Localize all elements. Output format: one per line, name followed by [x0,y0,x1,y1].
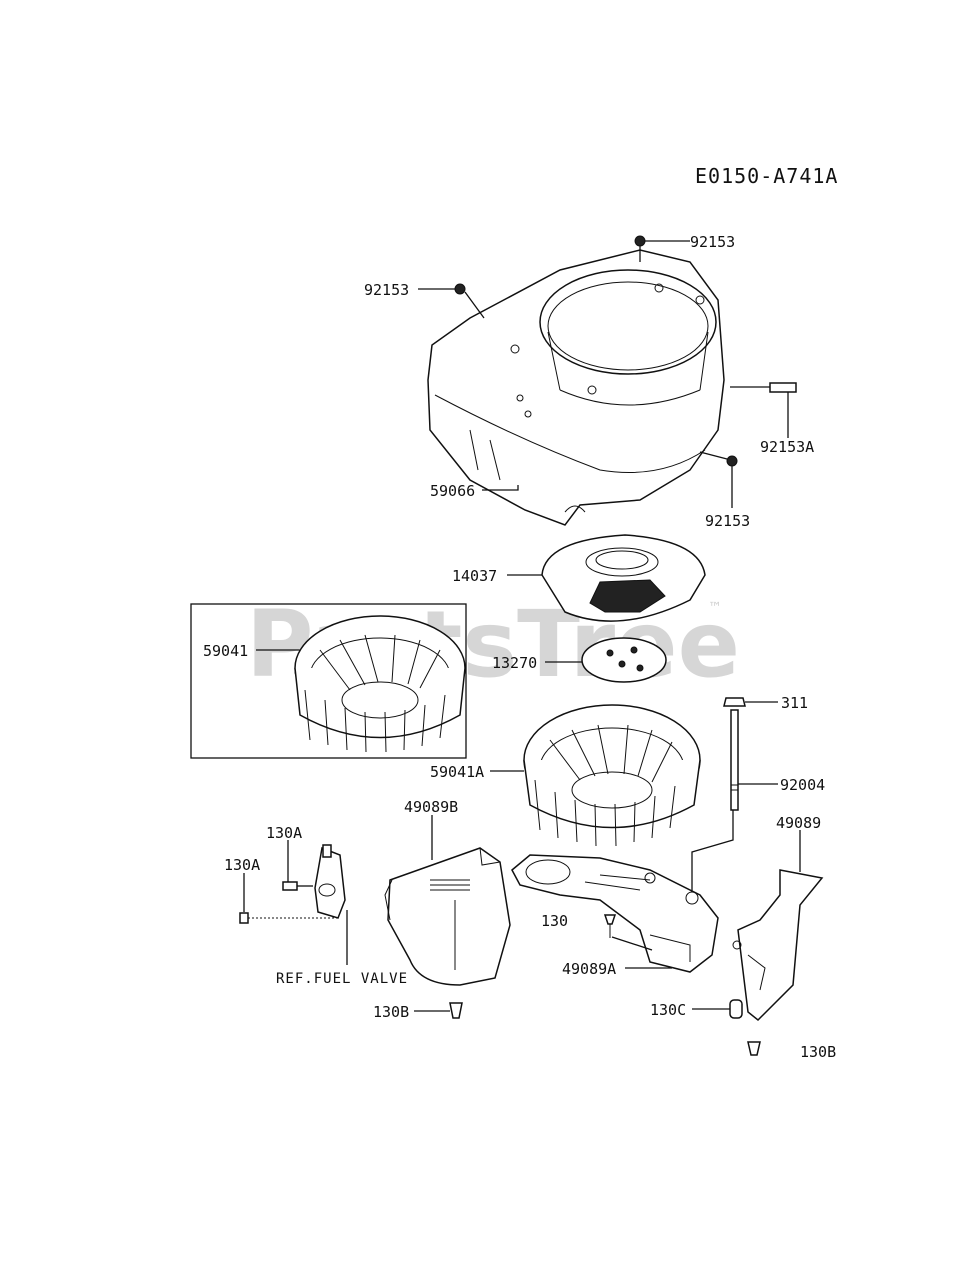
leader-130 [611,936,653,951]
diagram-code: E0150-A741A [695,164,838,188]
blower-housing [427,249,725,526]
callout-49089: 49089 [776,814,821,832]
callout-92153-left: 92153 [364,281,409,299]
watermark-trademark: ™ [708,600,722,616]
bolt-130a-upper [282,881,313,891]
callout-49089a: 49089A [562,960,616,978]
cooling-fan-a [523,704,701,847]
callout-92153-top: 92153 [690,233,735,251]
bolt-92153a [730,382,797,393]
baffle-49089 [732,869,824,1022]
screw-130b-right [747,1041,761,1056]
baffle-49089b [384,847,511,986]
callout-92153-right: 92153 [705,512,750,530]
callout-311: 311 [781,694,808,712]
bolt-130c [729,999,743,1019]
screw-130b-left [449,1002,463,1019]
callout-130b-right: 130B [800,1043,836,1061]
callout-14037: 14037 [452,567,497,585]
fan-box [190,603,467,759]
screw-130 [603,914,617,938]
stud-92004 [730,709,739,811]
fuel-valve-bracket [314,844,348,965]
callout-92004: 92004 [780,776,825,794]
nut-311 [723,697,746,707]
callout-92153a: 92153A [760,438,814,456]
callout-13270: 13270 [492,654,537,672]
callout-130b-left: 130B [373,1003,409,1021]
reference-fuel-valve: REF.FUEL VALVE [276,971,408,987]
callout-130: 130 [541,912,568,930]
callout-130a-upper: 130A [266,824,302,842]
screw-92153-left [454,283,485,319]
fan-screen-cover [541,534,706,622]
screw-92153-right [699,451,738,467]
fan-housing-base [511,854,719,973]
callout-59066: 59066 [430,482,475,500]
callout-130c: 130C [650,1001,686,1019]
callout-59041: 59041 [203,642,248,660]
callout-130a-lower: 130A [224,856,260,874]
bolt-130a-lower [239,912,338,924]
callout-49089b: 49089B [404,798,458,816]
leader-lines [243,240,801,1012]
cooling-fan [294,615,466,753]
callout-59041a: 59041A [430,763,484,781]
fan-plate [581,637,667,683]
